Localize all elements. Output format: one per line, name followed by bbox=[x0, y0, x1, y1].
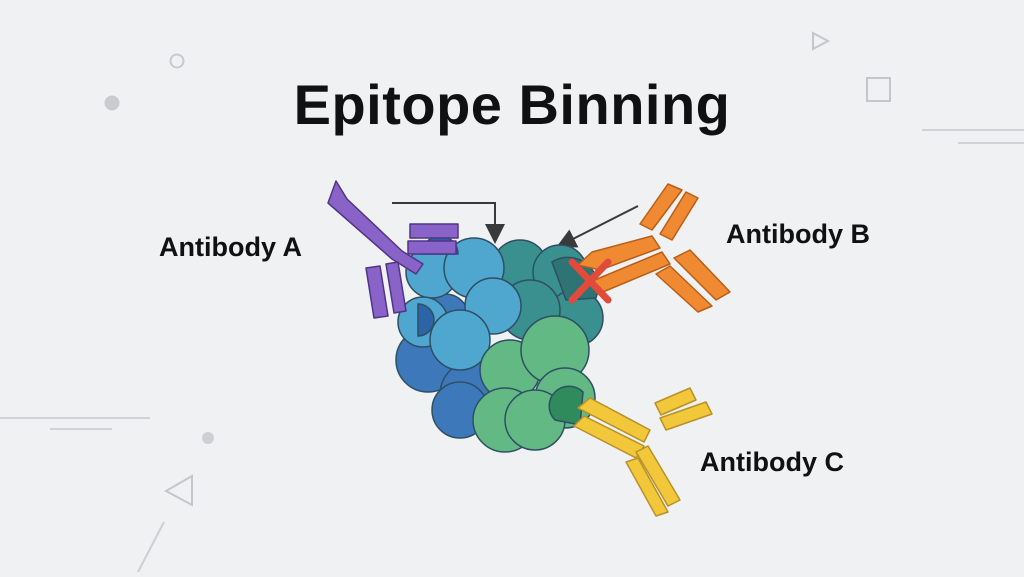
epitope-a-side bbox=[417, 303, 435, 337]
decor-dot-icon bbox=[104, 95, 120, 111]
decor-circle-outline-icon bbox=[169, 53, 185, 69]
decor-square-outline-icon bbox=[866, 77, 891, 102]
epitope-c bbox=[548, 385, 584, 426]
antibody-a-label: Antibody A bbox=[159, 232, 302, 262]
arrow-down-icon bbox=[392, 202, 505, 244]
decor-triangle-right-icon bbox=[812, 31, 831, 51]
antigen-molecule bbox=[395, 235, 604, 453]
decor-diagonal-line bbox=[137, 521, 165, 573]
antibody-a-icon bbox=[327, 180, 459, 319]
antibody-c-icon bbox=[573, 387, 713, 517]
decor-triangle-left-icon bbox=[163, 474, 193, 507]
arrow-diagonal-icon bbox=[556, 205, 639, 248]
antigen-lobe-blue bbox=[397, 237, 522, 371]
blocked-x-icon bbox=[568, 258, 612, 304]
antibody-b-label: Antibody B bbox=[726, 219, 870, 249]
antibody-c-label: Antibody C bbox=[700, 447, 844, 477]
antibody-b-icon bbox=[577, 183, 731, 313]
antigen-lobe-green bbox=[472, 315, 596, 453]
page-title: Epitope Binning bbox=[293, 73, 731, 136]
decor-dot-small-icon bbox=[202, 432, 214, 444]
